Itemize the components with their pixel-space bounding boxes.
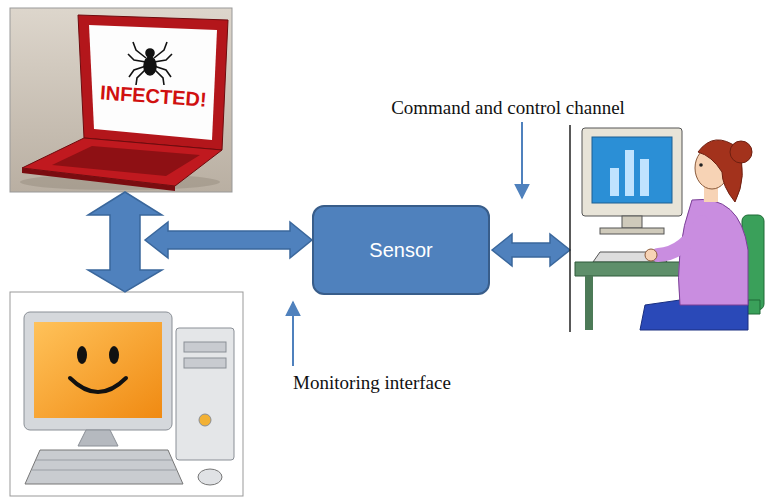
double-arrow xyxy=(145,222,312,258)
drive-bay xyxy=(184,358,226,368)
monitor-stand xyxy=(78,430,118,446)
chart-bar xyxy=(610,168,619,196)
double-arrow xyxy=(492,234,570,266)
monitor-screen xyxy=(34,322,162,418)
mouse xyxy=(198,469,222,485)
laptop-screen xyxy=(89,25,217,140)
shirt xyxy=(679,199,749,305)
spider-body xyxy=(144,57,156,75)
infected-laptop xyxy=(10,8,232,192)
keyboard xyxy=(25,450,183,484)
sensor-box: Sensor xyxy=(312,205,490,295)
hair-bun xyxy=(730,141,752,163)
computer-tower xyxy=(176,328,234,460)
interface-label: Monitoring interface xyxy=(293,372,451,394)
smiley-eye xyxy=(77,346,87,364)
smiley-eye xyxy=(109,346,119,364)
node-text: Sensor xyxy=(369,239,432,262)
screen-warning: INFECTED! xyxy=(99,81,207,111)
arm xyxy=(658,222,702,255)
laptop-edge xyxy=(22,168,175,191)
chart-bar xyxy=(625,150,634,196)
desk-leg xyxy=(585,276,593,330)
spider-legs xyxy=(128,42,146,85)
smiley-mouth xyxy=(70,378,126,392)
picture-frame xyxy=(10,8,232,192)
analyst-picture xyxy=(570,125,764,332)
monitor-screen xyxy=(592,137,672,203)
monitor xyxy=(24,312,172,430)
power-button xyxy=(199,414,211,426)
monitor xyxy=(582,128,682,216)
spider-icon xyxy=(128,42,172,85)
pointer-arrow xyxy=(292,302,294,366)
hand xyxy=(645,249,657,261)
spider-head xyxy=(146,49,154,57)
healthy-desktop xyxy=(10,292,243,496)
laptop-lid xyxy=(78,15,228,150)
channel-label: Command and control channel xyxy=(391,97,625,119)
eye xyxy=(699,163,703,167)
monitor-stand xyxy=(622,216,642,228)
picture-frame xyxy=(10,292,243,496)
laptop-base xyxy=(22,138,222,186)
chart-bar xyxy=(640,159,649,196)
spider-legs xyxy=(154,42,172,85)
keyboard-keys xyxy=(32,460,176,470)
monitor-base xyxy=(600,228,664,234)
drive-bay xyxy=(184,342,226,352)
picture-edge xyxy=(569,125,571,332)
pointer-arrow xyxy=(521,122,523,198)
laptop-keyboard xyxy=(52,146,200,176)
